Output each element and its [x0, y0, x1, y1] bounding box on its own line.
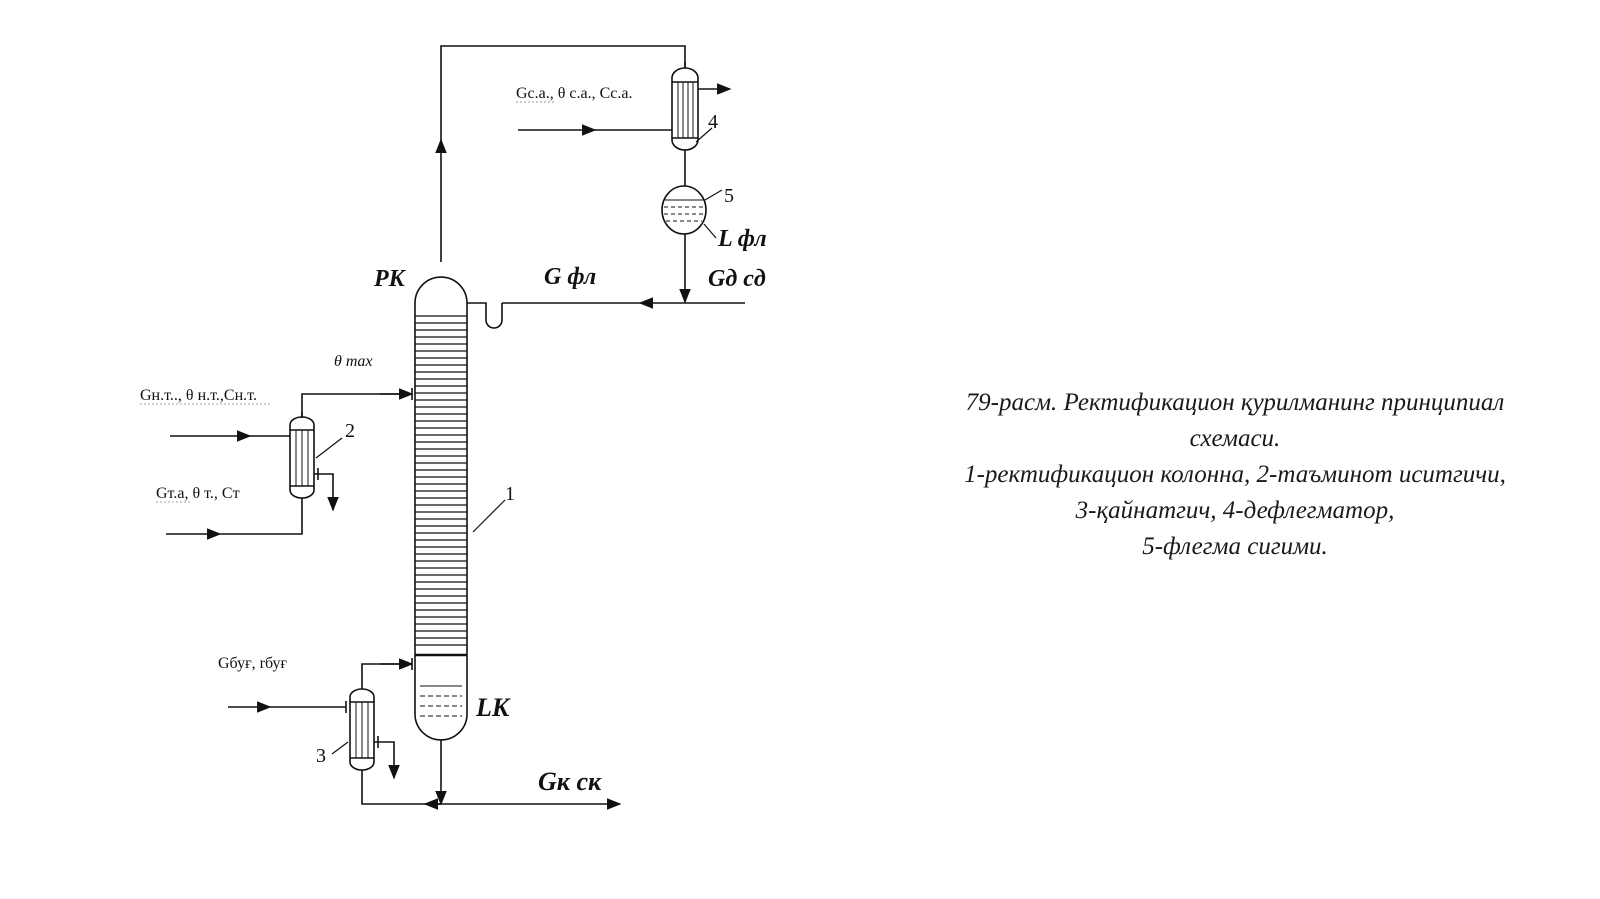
reflux-drum-5 [661, 185, 707, 235]
column-trays [415, 315, 467, 646]
feed-heater-number: 2 [345, 420, 355, 442]
reflux-level-label: L фл [717, 226, 767, 252]
caption-line: схемаси. [1189, 425, 1281, 452]
dephlegmator-4 [671, 62, 699, 151]
theta-max-label: θ max [334, 353, 373, 370]
pressure-top-label: PK [373, 266, 407, 292]
bottom-level-label: LK [475, 693, 511, 722]
distillate-label: Gд cд [708, 266, 766, 292]
caption-line: 3-қайнатгич, 4-дефлегматор, [1075, 497, 1395, 524]
cooling-agent-label: Gс.а., θ с.а., Cс.а. [516, 85, 633, 102]
bottoms-label: Gк cк [538, 767, 602, 796]
column-liquid [420, 685, 462, 717]
caption-line: 79-расм. Ректификацион қурилманинг принц… [965, 389, 1505, 416]
column-number: 1 [505, 483, 515, 505]
column-1-shell [414, 276, 468, 741]
reboiler-3 [349, 688, 375, 771]
dephlegmator-number: 4 [708, 111, 718, 133]
overhead-vapor-line [440, 45, 686, 262]
heating-agent-label: Gт.а, θ т., Cт [156, 485, 240, 502]
caption-line: 5-флегма сигими. [1142, 533, 1328, 560]
figure-caption: 79-расм. Ректификацион қурилманинг принц… [905, 385, 1565, 565]
feed-heater-2 [289, 412, 315, 504]
reflux-flow-label: G фл [544, 264, 596, 290]
reboiler-number: 3 [316, 745, 326, 767]
feed-label: Gн.т.., θ н.т.,Cн.т. [140, 387, 257, 404]
caption-line: 1-ректификацион колонна, 2-таъминот исит… [964, 461, 1506, 488]
steam-label: Gбуғ, rбуғ [218, 655, 288, 672]
reflux-drum-number: 5 [724, 185, 734, 207]
